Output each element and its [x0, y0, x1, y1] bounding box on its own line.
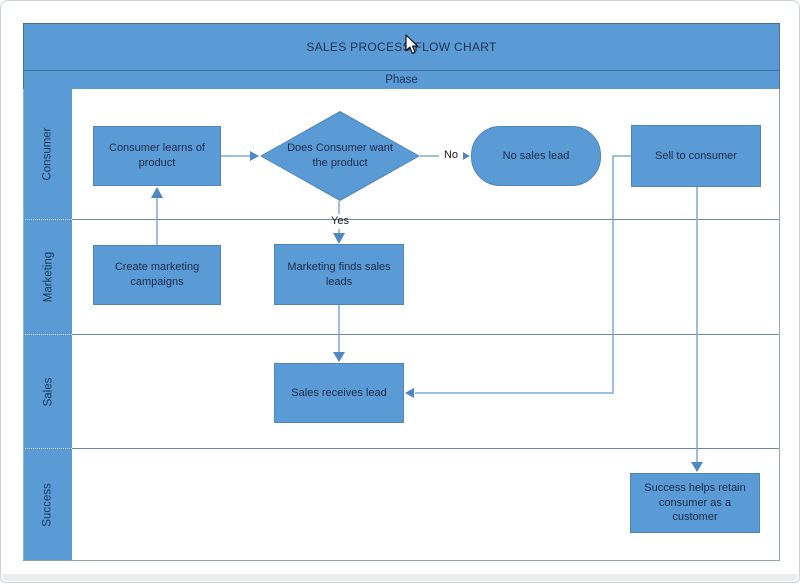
phase-header: Phase	[23, 70, 780, 90]
lane-consumer-header: Consumer	[23, 89, 72, 219]
node-create-marketing-campaigns[interactable]: Create marketing campaigns	[93, 245, 221, 305]
lane-success-header: Success	[23, 448, 72, 560]
lane-sales-header: Sales	[23, 334, 72, 448]
phase-label: Phase	[385, 74, 418, 86]
node-marketing-finds-sales-leads[interactable]: Marketing finds sales leads	[274, 244, 404, 305]
chart-title: SALES PROCESS FLOW CHART	[306, 40, 497, 54]
edge-label-yes: Yes	[331, 215, 349, 227]
node-consumer-learns-of-product[interactable]: Consumer learns of product	[93, 126, 221, 186]
lane-sales-content	[72, 334, 779, 448]
node-no-sales-lead[interactable]: No sales lead	[471, 126, 601, 186]
decision-label: Does Consumer want the product	[287, 142, 393, 169]
node-sales-receives-lead[interactable]: Sales receives lead	[274, 363, 404, 423]
lane-marketing-header: Marketing	[23, 219, 72, 334]
lane-marketing-label: Marketing	[42, 251, 54, 303]
node-success-helps-retain[interactable]: Success helps retain consumer as a custo…	[630, 473, 760, 533]
lane-success-label: Success	[42, 482, 54, 527]
edge-label-no: No	[439, 147, 463, 163]
lane-sales-label: Sales	[42, 377, 54, 406]
chart-title-bar: SALES PROCESS FLOW CHART	[23, 23, 780, 71]
window-bottom-strip	[2, 574, 798, 581]
node-sell-to-consumer[interactable]: Sell to consumer	[631, 125, 761, 187]
lane-consumer-label: Consumer	[42, 127, 54, 181]
